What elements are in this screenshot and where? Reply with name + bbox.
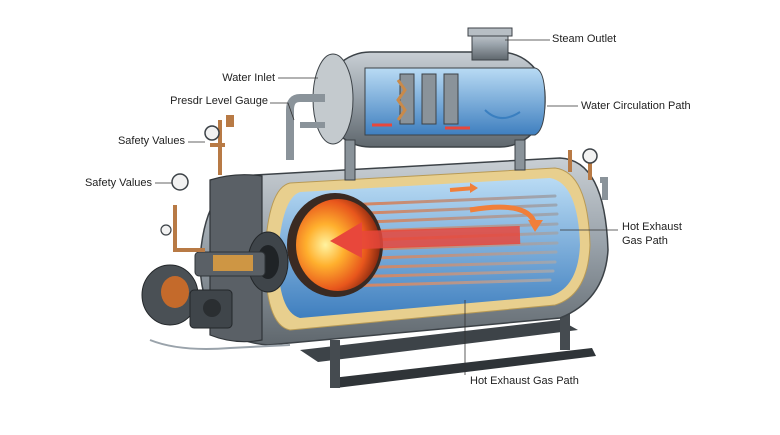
label-hot-exhaust-right-line1: Hot Exhaust: [622, 221, 682, 233]
base-frame: [300, 300, 596, 388]
label-level-gauge: Presdr Level Gauge: [170, 95, 268, 107]
valve-column-left: [160, 115, 234, 252]
leader-lines: [155, 39, 618, 375]
label-water-inlet: Water Inlet: [222, 72, 275, 84]
label-safety-values-upper: Safety Values: [117, 135, 185, 147]
label-safety-values-lower: Safety Values: [84, 177, 152, 189]
label-hot-exhaust-bottom: Hot Exhaust Gas Path: [470, 375, 579, 387]
hot-gas-flow-arrows: [330, 183, 543, 258]
steam-outlet-nozzle: [467, 27, 513, 61]
label-water-circulation: Water Circulation Path: [581, 100, 691, 112]
water-inlet-pipe: [286, 94, 325, 160]
burner-assembly: [141, 251, 291, 350]
steam-drum: [312, 51, 546, 148]
label-steam-outlet: Steam Outlet: [552, 33, 617, 45]
riser-pipes: [344, 139, 526, 181]
label-hot-exhaust-right-line2: Gas Path: [622, 235, 668, 247]
valve-column-right: [568, 148, 608, 200]
